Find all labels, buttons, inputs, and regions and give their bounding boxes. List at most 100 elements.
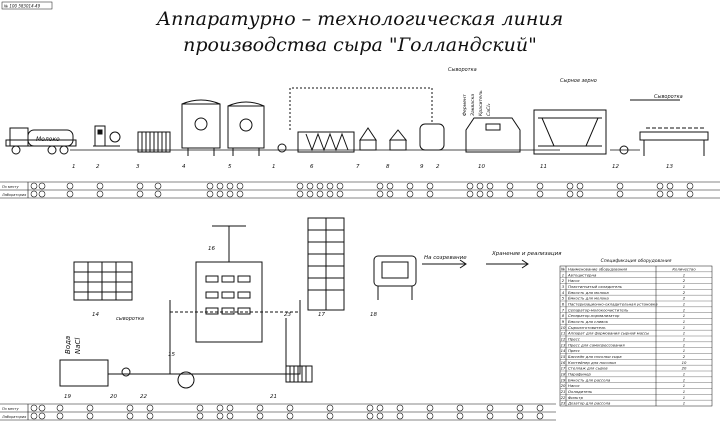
instrument-marker [126,404,134,412]
instrument-marker [476,182,484,190]
instrument-marker [326,412,334,420]
milk-tanker-truck [5,127,77,155]
spec-cell: 1 [683,342,685,347]
instrument-marker [96,190,104,198]
spec-cell: 1 [683,331,685,336]
spec-cell: 19 [561,377,566,382]
instrument-marker [686,182,694,190]
equipment-number: 2 [436,164,440,170]
instrument-marker [536,404,544,412]
equipment-number: 6 [310,164,314,170]
spec-cell: 14 [561,348,566,353]
equipment-number: 9 [420,164,424,170]
spec-cell: 2 [562,278,565,283]
spec-cell: Бассейн для посолки сыра [568,354,622,359]
spec-cell: Емкость для сливок [568,319,609,324]
spec-cell: 1 [562,272,564,277]
paraffin-unit [373,255,417,300]
spec-cell: Контейнер для посолки [568,360,616,365]
additive-3: Краситель [478,90,484,116]
equipment-number: 14 [92,312,99,318]
instrument-marker [296,190,304,198]
instrument-marker [146,404,154,412]
spec-cell: 1 [683,272,685,277]
row-label-top-1: По месту [2,185,20,189]
instrument-marker [326,182,334,190]
instrument-marker [56,412,64,420]
instrument-marker [466,182,474,190]
forming-apparatus [533,109,607,155]
instrument-marker [286,412,294,420]
instrument-marker [576,182,584,190]
instrument-marker [286,404,294,412]
spec-cell: Автоцистерна [567,272,597,277]
spec-cell: Емкость для рассола [568,377,611,382]
instrument-marker [206,190,214,198]
instrument-marker [516,404,524,412]
instrument-marker [386,190,394,198]
spec-cell: Охладитель [568,389,592,394]
instrument-marker [154,190,162,198]
spec-cell: 15 [561,354,566,359]
milk-tank-1 [181,99,221,156]
pasteurization-unit [297,131,355,153]
instrumentation-markers [30,182,694,420]
instrument-marker [236,190,244,198]
salting-pool [169,300,301,375]
instrument-marker [616,182,624,190]
drawing-stamp: № 100 583014-49 [3,4,41,9]
row-label-top-2: Лаборатория [1,193,26,197]
equipment-number: 13 [666,164,673,170]
instrument-marker [426,404,434,412]
instrument-marker [216,190,224,198]
row-label-bottom-2: Лаборатория [1,415,26,419]
instrument-marker [126,412,134,420]
spec-cell: 1 [683,325,685,330]
instrument-marker [376,182,384,190]
instrument-marker [146,412,154,420]
instrument-marker [426,182,434,190]
equipment-number: 3 [136,164,140,170]
spec-cell: Фильтр [568,395,584,400]
spec-cell: 2 [683,290,686,295]
spec-cell: 10 [561,325,566,330]
spec-cell: 16 [561,360,566,365]
spec-cell: 8 [562,313,565,318]
equipment-number: 2 [96,164,100,170]
instrument-marker [66,182,74,190]
instrument-marker [376,404,384,412]
instrument-marker [456,404,464,412]
instrument-marker [686,190,694,198]
instrument-marker [96,182,104,190]
spec-cell: Пресс [568,336,581,341]
equipment-number: 4 [182,164,186,170]
equipment-number: 12 [612,164,619,170]
spec-cell: Насос [568,383,581,388]
label-nacl: NaCl [74,338,82,354]
spec-cell: 12 [561,336,566,341]
instrument-marker [226,404,234,412]
spec-cell: 6 [562,301,565,306]
diagram-title-line2: производства сыра "Голландский" [183,34,537,56]
instrument-marker [216,412,224,420]
instrument-marker [86,404,94,412]
instrument-marker [476,190,484,198]
instrument-marker [576,190,584,198]
spec-cell: 1 [683,313,685,318]
instrument-marker [306,182,314,190]
equipment-number: 20 [110,394,117,400]
instrument-marker [486,182,494,190]
spec-cell: Пластинчатый охладитель [568,284,622,289]
spec-cell: 20 [561,383,566,388]
instrument-marker [406,190,414,198]
spec-cell: Пресс для самопрессования [568,342,625,347]
instrument-marker [136,182,144,190]
equipment-number: 7 [356,164,360,170]
instrument-marker [566,190,574,198]
spec-cell: 1 [683,284,685,289]
instrument-marker [376,190,384,198]
spec-cell: 1 [683,348,685,353]
equipment-number: 23 [284,312,291,318]
instrument-marker [30,404,38,412]
instrument-marker [536,412,544,420]
